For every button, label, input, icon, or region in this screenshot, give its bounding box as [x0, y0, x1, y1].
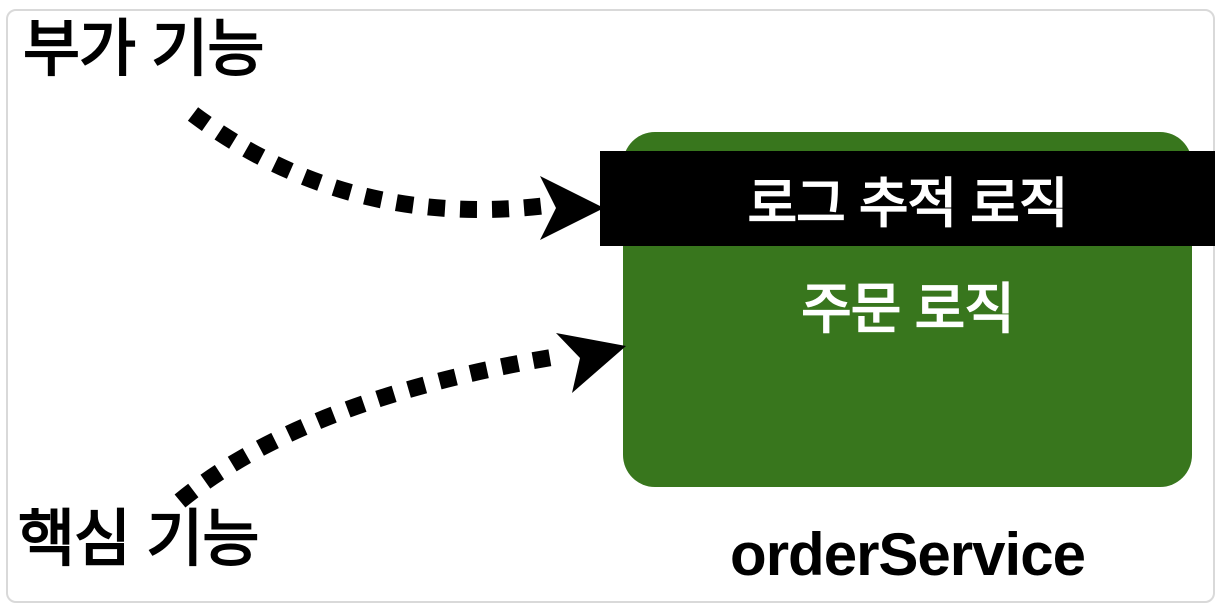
order-logic-text: 주문 로직 — [801, 278, 1015, 340]
order-service-caption: orderService — [730, 521, 1086, 588]
log-trace-banner: 로그 추적 로직 — [600, 151, 1215, 246]
label-core-function: 핵심 기능 — [18, 505, 259, 574]
label-additional-function: 부가 기능 — [23, 15, 264, 84]
log-trace-text: 로그 추적 로직 — [747, 174, 1068, 234]
